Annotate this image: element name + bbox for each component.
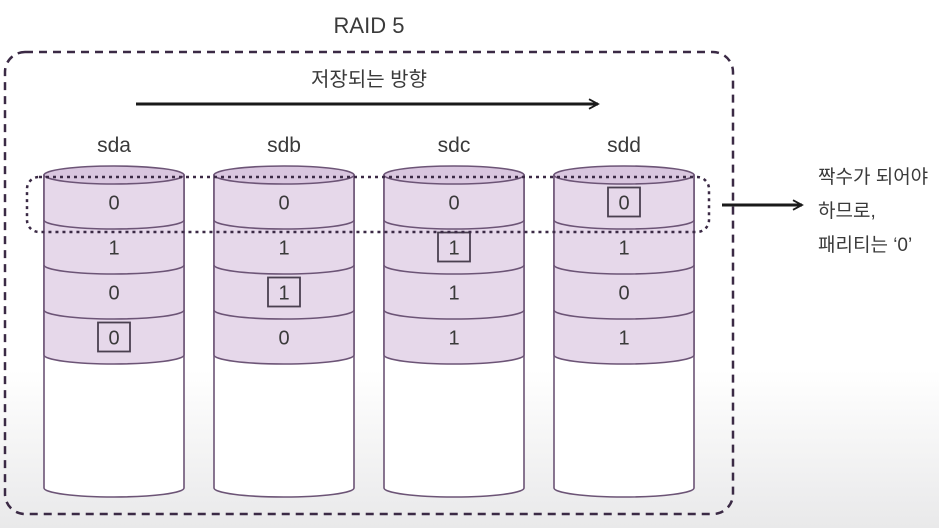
block-separator — [213, 309, 355, 320]
disk-label-sdd: sdd — [607, 134, 641, 157]
block-value: 1 — [448, 238, 459, 260]
disk-top — [213, 165, 355, 185]
block-value: 1 — [278, 238, 289, 260]
stripe-0-highlight — [25, 175, 711, 234]
block-separator — [383, 309, 525, 320]
block-separator — [553, 264, 695, 275]
parity-marker — [97, 321, 131, 353]
direction-label: 저장되는 방향 — [311, 68, 427, 91]
disk-data-region — [553, 174, 695, 365]
block-separator — [43, 309, 185, 320]
block-separator — [213, 264, 355, 275]
parity-note-line-2: 하므로, — [818, 200, 876, 222]
disk-label-sdc: sdc — [438, 134, 471, 157]
block-separator — [553, 309, 695, 320]
disk-sda: 0 1 0 0 — [43, 165, 185, 498]
block-value: 0 — [278, 328, 289, 350]
block-value: 0 — [108, 328, 119, 350]
block-value: 0 — [108, 193, 119, 215]
block-value: 1 — [108, 238, 119, 260]
block-value: 0 — [108, 283, 119, 305]
disk-cylinders: 0 1 0 0 0 1 1 0 0 1 1 1 0 1 0 1 — [43, 165, 695, 498]
disk-data-region — [43, 174, 185, 365]
block-value: 1 — [278, 283, 289, 305]
block-separator — [553, 219, 695, 230]
block-value: 0 — [278, 193, 289, 215]
block-separator — [213, 219, 355, 230]
disk-sdb: 0 1 1 0 — [213, 165, 355, 498]
disk-sdc: 0 1 1 1 — [383, 165, 525, 498]
block-separator — [383, 264, 525, 275]
parity-marker — [607, 186, 641, 218]
parity-marker — [437, 231, 471, 263]
block-value: 1 — [448, 328, 459, 350]
diagram-title: RAID 5 — [334, 13, 405, 38]
raid-group-boundary — [3, 50, 735, 516]
disk-top — [43, 165, 185, 185]
block-value: 0 — [618, 283, 629, 305]
block-separator — [43, 264, 185, 275]
disk-sdd: 0 1 0 1 — [553, 165, 695, 498]
disk-label-sdb: sdb — [267, 134, 301, 157]
disk-top — [383, 165, 525, 185]
disk-data-region — [383, 174, 525, 365]
disk-data-region — [213, 174, 355, 365]
block-value: 1 — [618, 328, 629, 350]
block-separator — [43, 219, 185, 230]
block-value: 1 — [448, 283, 459, 305]
block-value: 0 — [448, 193, 459, 215]
parity-note-line-1: 짝수가 되어야 — [818, 166, 928, 188]
parity-marker — [267, 276, 301, 308]
parity-note-line-3: 패리티는 ‘0’ — [818, 234, 912, 256]
disk-label-sda: sda — [97, 134, 131, 157]
block-value: 1 — [618, 238, 629, 260]
disk-top — [553, 165, 695, 185]
block-separator — [383, 219, 525, 230]
block-value: 0 — [618, 193, 629, 215]
